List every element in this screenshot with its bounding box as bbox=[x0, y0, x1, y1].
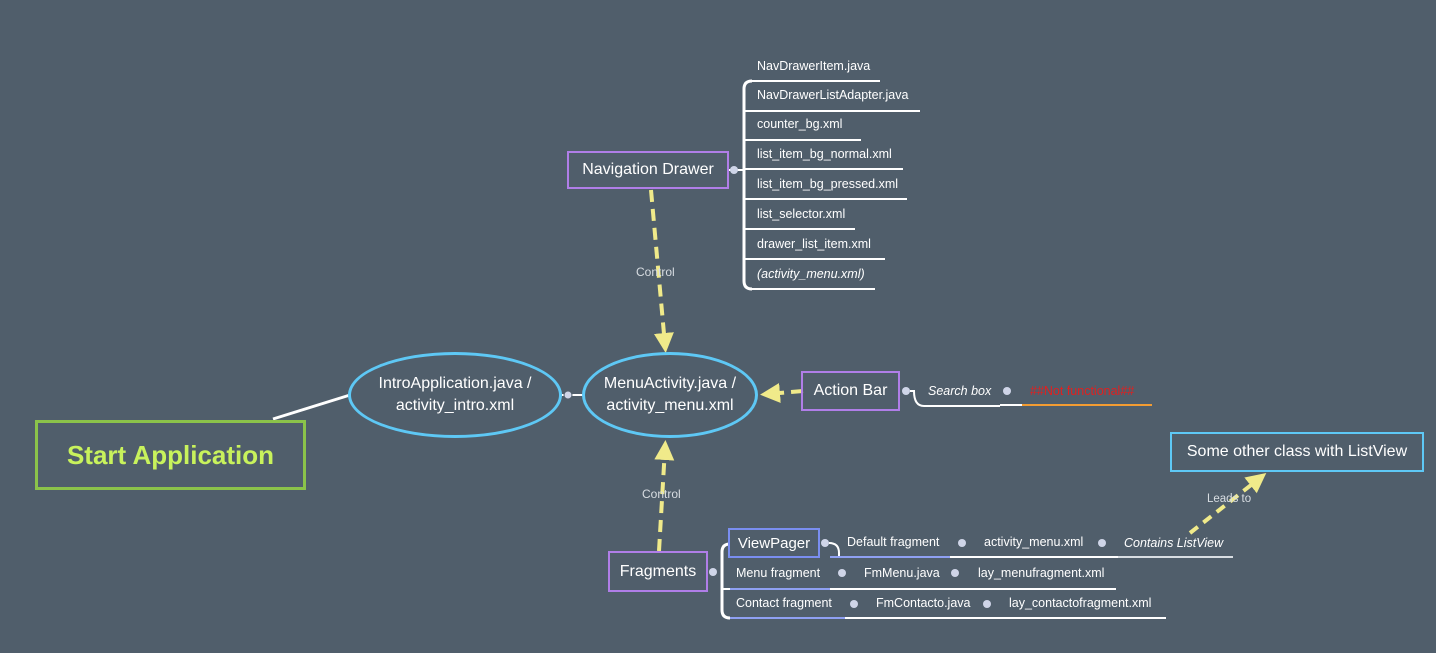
fmcontacto-java-leaf[interactable]: FmContacto.java bbox=[876, 596, 971, 610]
fmmenu-java-leaf[interactable]: FmMenu.java bbox=[864, 566, 940, 580]
viewpager-label: ViewPager bbox=[737, 534, 811, 552]
menu-fragment-leaf[interactable]: Menu fragment bbox=[736, 566, 821, 580]
default-fragment-leaf[interactable]: Default fragment bbox=[847, 535, 940, 549]
navigation-drawer-label: Navigation Drawer bbox=[582, 161, 714, 178]
nav-item-activity-menu[interactable]: (activity_menu.xml) bbox=[757, 267, 865, 281]
action-bar-label: Action Bar bbox=[813, 382, 888, 399]
other-class-label: Some other class with ListView bbox=[1186, 443, 1408, 460]
contains-listview-leaf[interactable]: Contains ListView bbox=[1124, 536, 1224, 550]
lay-menufragment-leaf[interactable]: lay_menufragment.xml bbox=[978, 566, 1105, 580]
start-application-node[interactable]: Start Application bbox=[35, 420, 306, 490]
nav-item-counter-bg[interactable]: counter_bg.xml bbox=[757, 117, 843, 131]
fragments-label: Fragments bbox=[619, 562, 697, 580]
other-class-node[interactable]: Some other class with ListView bbox=[1170, 432, 1424, 472]
viewpager-node[interactable]: ViewPager bbox=[728, 528, 820, 558]
lay-contactofragment-leaf[interactable]: lay_contactofragment.xml bbox=[1009, 596, 1152, 610]
menu-activity-node[interactable]: MenuActivity.java / activity_menu.xml bbox=[582, 352, 758, 438]
intro-application-node[interactable]: IntroApplication.java / activity_intro.x… bbox=[348, 352, 562, 438]
nav-item-navdraweritem[interactable]: NavDrawerItem.java bbox=[757, 59, 871, 73]
contact-fragment-leaf[interactable]: Contact fragment bbox=[736, 596, 832, 610]
action-bar-node[interactable]: Action Bar bbox=[801, 371, 900, 411]
nav-item-list-selector[interactable]: list_selector.xml bbox=[757, 207, 846, 221]
activity-menu-xml-leaf[interactable]: activity_menu.xml bbox=[984, 535, 1084, 549]
edge-label-control-bottom: Control bbox=[642, 487, 681, 501]
nav-item-list-item-bg-normal[interactable]: list_item_bg_normal.xml bbox=[757, 147, 892, 161]
intro-line2: activity_intro.xml bbox=[395, 397, 515, 414]
start-application-label: Start Application bbox=[66, 439, 275, 470]
fragments-node[interactable]: Fragments bbox=[608, 551, 708, 592]
not-functional-status: ##Not functional## bbox=[1030, 384, 1135, 398]
edge-label-leads-to: Leads to bbox=[1207, 493, 1252, 505]
nav-item-navdrawerlistadapter[interactable]: NavDrawerListAdapter.java bbox=[757, 88, 909, 102]
edge-label-control-top: Control bbox=[636, 265, 675, 279]
search-box-leaf[interactable]: Search box bbox=[928, 384, 992, 398]
menu-line2: activity_menu.xml bbox=[606, 397, 734, 414]
nav-item-list-item-bg-pressed[interactable]: list_item_bg_pressed.xml bbox=[757, 177, 899, 191]
menu-line1: MenuActivity.java / bbox=[603, 375, 737, 392]
intro-line1: IntroApplication.java / bbox=[378, 375, 532, 392]
navigation-drawer-node[interactable]: Navigation Drawer bbox=[567, 151, 729, 189]
nav-item-drawer-list-item[interactable]: drawer_list_item.xml bbox=[757, 237, 871, 251]
